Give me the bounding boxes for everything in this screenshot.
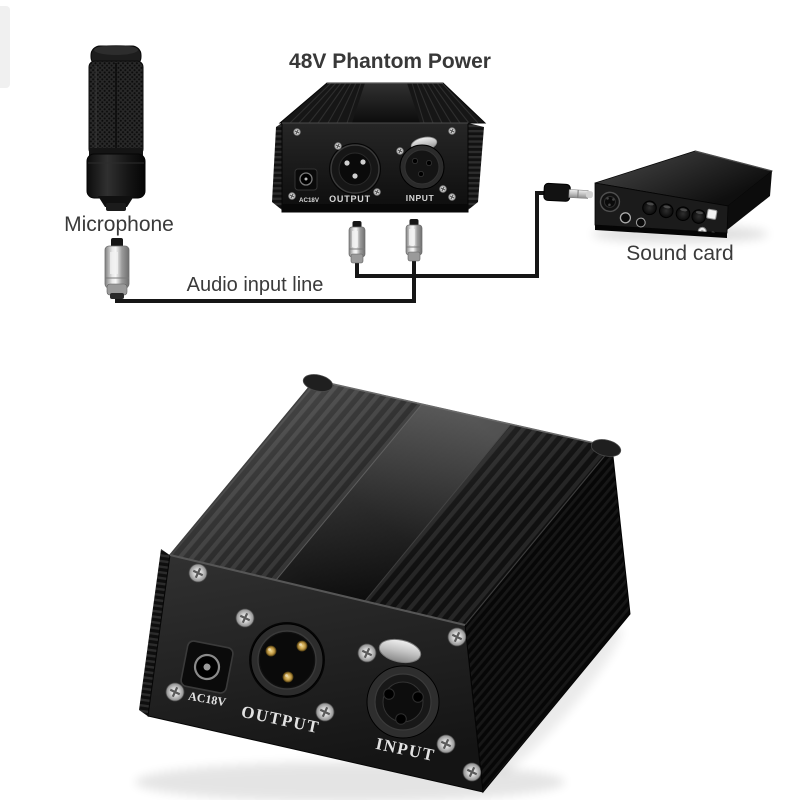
input-cable-connector [405,218,423,262]
product-top-face [169,374,622,626]
audio-input-line-label: Audio input line [187,274,324,296]
sound-card-label: Sound card [626,242,733,265]
product-left-fins [139,549,171,717]
small-output-label: OUTPUT [329,194,371,204]
edge-artifact [0,6,10,88]
microphone-label: Microphone [64,213,174,236]
small-xlr-output-male [329,143,381,195]
sound-card-button [706,208,718,220]
small-dc-jack [294,168,318,191]
small-ac-label: AC18V [299,197,320,204]
product-photo: AC18V OUTPUT INPUT [135,374,631,800]
top-fins-right [411,82,479,124]
cable-output-to-soundcard [355,191,552,278]
phantom-power-title: 48V Phantom Power [289,50,491,73]
product-xlr-output-male [249,622,325,698]
diagram-phantom-unit: AC18V OUTPUT INPUT [272,82,487,213]
top-fins-left [289,82,362,124]
diagram-microphone [86,45,146,211]
small-input-label: INPUT [406,193,435,203]
aux-plug [543,182,594,202]
diagram-sound-card [592,150,773,243]
product-xlr-input-female [366,638,440,739]
small-xlr-input-female [399,136,445,190]
sound-card-controls [599,191,718,233]
sound-card-knobs [642,200,707,224]
mic-xlr-connector [104,238,130,299]
product-dc-jack [180,640,234,694]
product-ac-label: AC18V [187,689,227,709]
output-cable-connector [348,220,366,264]
